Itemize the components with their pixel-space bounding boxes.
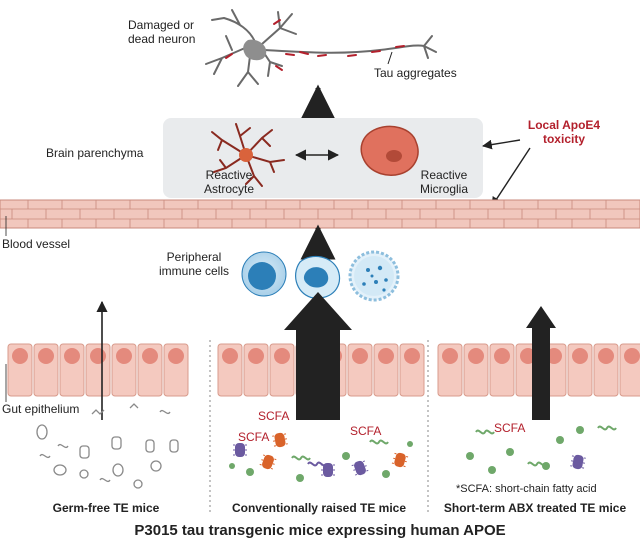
apoe4-arrow-2: [492, 148, 530, 206]
immune-cell-icon-3: [350, 252, 398, 300]
immune-cell-icon-1: [242, 252, 286, 296]
epithelial-cell: [490, 344, 514, 396]
epithelial-cell: [8, 344, 32, 396]
local-apoe4-label: Local ApoE4 toxicity: [516, 118, 612, 146]
damaged-neuron-label: Damaged or dead neuron: [128, 18, 224, 46]
scfa-label-1: SCFA: [258, 409, 289, 423]
epithelial-cell: [348, 344, 372, 396]
reactive-microglia-icon: [361, 126, 418, 175]
abx-bacteria-icons: [466, 426, 616, 474]
epithelial-cell: [270, 344, 294, 396]
immune-cell-icon-2: [296, 256, 340, 298]
peripheral-immune-label: Peripheral immune cells: [154, 250, 234, 278]
epithelial-cell: [464, 344, 488, 396]
epithelial-cell: [568, 344, 592, 396]
epithelial-cell: [86, 344, 110, 396]
epithelial-cell: [620, 344, 640, 396]
scfa-label-4: SCFA: [494, 421, 525, 435]
scfa-label-2: SCFA: [238, 430, 269, 444]
blood-vessel-label: Blood vessel: [2, 237, 70, 251]
tau-aggregates-label: Tau aggregates: [374, 66, 457, 80]
panel-germ-free-label: Germ-free TE mice: [20, 501, 192, 515]
epithelial-cell: [218, 344, 242, 396]
brain-parenchyma-label: Brain parenchyma: [46, 146, 143, 160]
epithelial-cell: [164, 344, 188, 396]
epithelial-cell: [400, 344, 424, 396]
panel-abx-label: Short-term ABX treated TE mice: [432, 501, 638, 515]
apoe4-arrow-1: [483, 140, 520, 146]
epithelial-cell: [138, 344, 162, 396]
astrocyte-body-icon: [239, 148, 253, 162]
epithelial-cell: [112, 344, 136, 396]
gut-epithelium-label: Gut epithelium: [2, 402, 79, 416]
panel-conventional-label: Conventionally raised TE mice: [214, 501, 424, 515]
scfa-footnote: *SCFA: short-chain fatty acid: [456, 482, 597, 496]
tau-pointer-line: [388, 52, 392, 64]
epithelial-cell: [438, 344, 462, 396]
epithelial-cell: [374, 344, 398, 396]
bottom-title: P3015 tau transgenic mice expressing hum…: [0, 522, 640, 540]
reactive-microglia-label: Reactive Microglia: [412, 168, 476, 196]
epithelial-cell: [244, 344, 268, 396]
epithelial-cell: [594, 344, 618, 396]
epithelial-cell: [34, 344, 58, 396]
germ-free-bacteria-icons: [37, 404, 178, 488]
epithelial-cell: [60, 344, 84, 396]
reactive-astrocyte-label: Reactive Astrocyte: [194, 168, 264, 196]
scfa-label-3: SCFA: [350, 424, 381, 438]
microglia-nucleus-icon: [386, 150, 402, 162]
